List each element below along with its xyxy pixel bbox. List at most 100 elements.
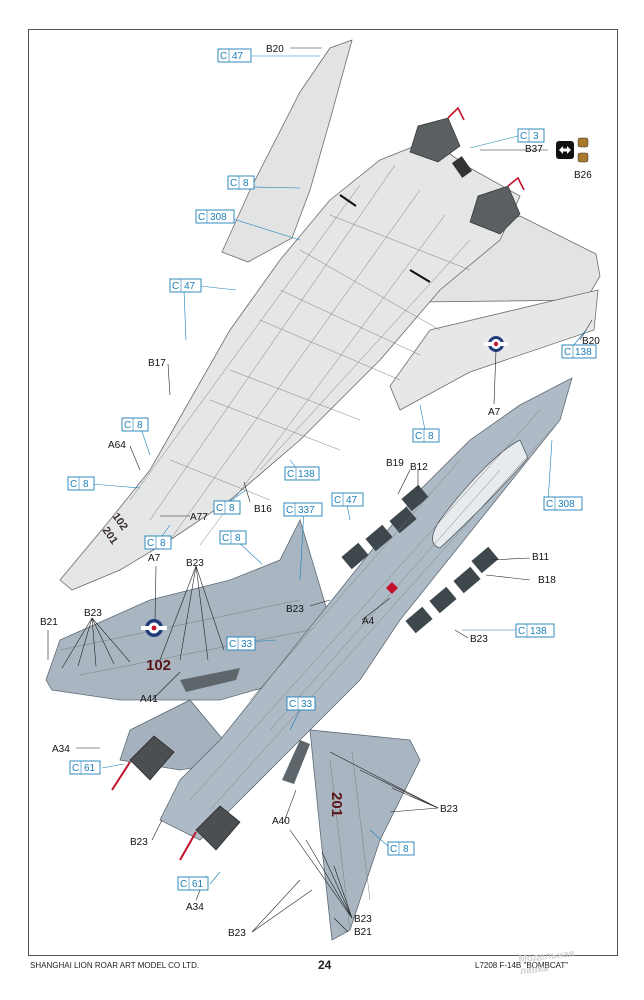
label-b37: B37 — [525, 144, 543, 155]
footer-company: SHANGHAI LION ROAR ART MODEL CO LTD. — [30, 961, 200, 970]
label-b23-a: B23 — [186, 558, 204, 569]
b26-swap-icon — [556, 137, 589, 163]
color-callout: C 47 — [331, 492, 364, 507]
label-a4: A4 — [362, 616, 375, 627]
svg-text:C: C — [564, 347, 571, 358]
label-a77: A77 — [190, 512, 208, 523]
bottom-engine-2 — [179, 805, 241, 861]
svg-text:C: C — [172, 281, 179, 292]
page-number: 24 — [318, 958, 332, 972]
label-b23-b: B23 — [84, 608, 102, 619]
color-callout: C 33 — [226, 636, 256, 651]
color-callout: C 61 — [69, 760, 101, 775]
svg-text:47: 47 — [346, 495, 358, 506]
svg-text:61: 61 — [192, 879, 204, 890]
svg-text:3: 3 — [533, 131, 539, 142]
color-callout: C 47 — [169, 278, 202, 293]
svg-text:8: 8 — [428, 431, 434, 442]
svg-text:C: C — [520, 131, 527, 142]
label-b26: B26 — [574, 170, 592, 181]
svg-text:C: C — [289, 699, 296, 710]
dark-panels-right — [405, 546, 499, 634]
label-b20-right: B20 — [582, 336, 600, 347]
svg-text:33: 33 — [301, 699, 313, 710]
color-callout: C 337 — [283, 502, 323, 517]
svg-text:C: C — [287, 469, 294, 480]
wing-number: 102 — [146, 657, 171, 674]
svg-text:C: C — [216, 503, 223, 514]
label-a34-a: A34 — [52, 744, 70, 755]
svg-text:C: C — [518, 626, 525, 637]
footer-kit-title: L7208 F-14B "BOMBCAT" — [475, 961, 569, 970]
label-b17: B17 — [148, 358, 166, 369]
part-labels: B20 B37 B26 B20 B17 A64 A7 B16 A77 B19 B… — [40, 44, 600, 939]
aircraft-top-view: 102 201 — [59, 39, 601, 591]
svg-text:C: C — [124, 420, 131, 431]
label-b21-left: B21 — [40, 617, 58, 628]
color-callout: C 138 — [561, 344, 597, 359]
label-b16: B16 — [254, 504, 272, 515]
color-callout: C 138 — [515, 623, 555, 638]
svg-text:8: 8 — [243, 178, 249, 189]
top-engine-nozzle-1 — [409, 106, 465, 163]
svg-text:308: 308 — [558, 499, 575, 510]
label-b23-g: B23 — [354, 914, 372, 925]
bottom-engine-1 — [111, 735, 175, 791]
svg-text:8: 8 — [83, 479, 89, 490]
bottom-roundel — [141, 619, 167, 637]
tail-number: 201 — [328, 792, 345, 817]
label-b12: B12 — [410, 462, 428, 473]
svg-text:C: C — [180, 879, 187, 890]
svg-text:C: C — [72, 763, 79, 774]
color-callout: C 61 — [177, 876, 209, 891]
label-b23-h: B23 — [228, 928, 246, 939]
canopy — [432, 439, 529, 549]
label-b23-f: B23 — [130, 837, 148, 848]
svg-text:C: C — [334, 495, 341, 506]
label-a7-bottom: A7 — [148, 553, 161, 564]
svg-text:47: 47 — [184, 281, 196, 292]
svg-text:C: C — [229, 639, 236, 650]
label-a7-top: A7 — [488, 407, 501, 418]
top-fuselage — [59, 139, 521, 591]
label-b19: B19 — [386, 458, 404, 469]
svg-text:138: 138 — [530, 626, 547, 637]
svg-text:8: 8 — [229, 503, 235, 514]
svg-text:C: C — [147, 538, 154, 549]
svg-text:138: 138 — [575, 347, 592, 358]
svg-text:337: 337 — [298, 505, 315, 516]
svg-text:C: C — [415, 431, 422, 442]
svg-text:C: C — [220, 51, 227, 62]
svg-text:33: 33 — [241, 639, 253, 650]
svg-text:61: 61 — [84, 763, 96, 774]
label-b11: B11 — [532, 552, 549, 563]
svg-text:47: 47 — [232, 51, 244, 62]
label-b23-c: B23 — [286, 604, 304, 615]
top-engine-nozzle-2 — [469, 176, 525, 235]
svg-text:8: 8 — [403, 844, 409, 855]
aircraft-bottom-view: 102 201 — [45, 377, 573, 941]
svg-text:C: C — [286, 505, 293, 516]
dark-panels-left — [341, 484, 429, 570]
bottom-right-wing — [309, 729, 421, 941]
label-a34-b: A34 — [186, 902, 204, 913]
svg-text:308: 308 — [210, 212, 227, 223]
svg-text:C: C — [222, 533, 229, 544]
label-a64: A64 — [108, 440, 126, 451]
color-callout: C 33 — [286, 696, 316, 711]
label-b21-bottom: B21 — [354, 927, 372, 938]
